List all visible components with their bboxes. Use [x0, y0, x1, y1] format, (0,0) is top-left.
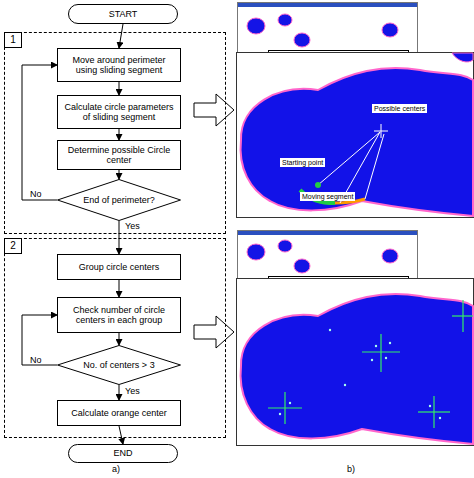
- process-box: Check number of circle centers in each g…: [57, 297, 181, 333]
- node-text: Move around perimeter using sliding segm…: [62, 55, 176, 76]
- node-text: No. of centers > 3: [83, 360, 154, 370]
- blob: [278, 240, 292, 252]
- node-text: End of perimeter?: [83, 195, 155, 205]
- decision-diamond: End of perimeter?: [57, 179, 181, 221]
- process-box: Group circle centers: [57, 254, 181, 280]
- flow-arrow: [119, 333, 120, 345]
- center-dot: [389, 342, 391, 344]
- node-text: Calculate circle parameters of sliding s…: [62, 102, 176, 123]
- zoom-panel: [237, 279, 474, 446]
- center-dots: [279, 329, 441, 419]
- node-text: Determine possible Circle center: [62, 145, 176, 166]
- center-cross: [433, 396, 434, 428]
- step-group: 2Group circle centersCheck number of cir…: [4, 238, 226, 438]
- process-box: Calculate circle parameters of sliding s…: [57, 95, 181, 129]
- center-cross: [380, 334, 381, 372]
- blob: [247, 244, 265, 260]
- center-dot: [375, 345, 377, 347]
- center-dot: [289, 402, 291, 404]
- flow-arrow: [119, 280, 120, 297]
- process-box: Determine possible Circle center: [57, 140, 181, 170]
- hollow-arrow: [194, 316, 234, 348]
- edge-label: No: [30, 356, 42, 366]
- flow-arrow: [119, 24, 123, 48]
- flow-arrow: [119, 129, 120, 140]
- center-cross: [462, 300, 463, 332]
- flow-arrow: [22, 65, 57, 200]
- radius-line: [365, 134, 384, 199]
- blob: [247, 18, 265, 34]
- hollow-arrow: [194, 94, 234, 126]
- flow-arrow: [119, 82, 120, 95]
- group-number: 2: [4, 238, 22, 254]
- blob: [382, 249, 398, 263]
- diamond-shape: [58, 346, 181, 385]
- panel-label: a): [112, 465, 120, 475]
- flow-arrow: [119, 170, 120, 179]
- blob: [382, 23, 398, 37]
- node-text: Calculate orange center: [71, 408, 167, 418]
- center-dot: [429, 405, 431, 407]
- diamond-shape: [58, 180, 181, 221]
- center-dot: [279, 413, 281, 415]
- blob: [241, 294, 473, 444]
- center-dot: [344, 384, 346, 386]
- annotation-label: Starting point: [280, 158, 325, 167]
- window-titlebar: [238, 231, 417, 235]
- decision-diamond: No. of centers > 3: [57, 345, 181, 385]
- radius-line: [318, 132, 380, 185]
- flow-arrow: [119, 426, 123, 444]
- center-cross: [284, 392, 285, 424]
- center-dot: [439, 417, 441, 419]
- panel-label: b): [347, 465, 355, 475]
- node-text: START: [109, 9, 138, 19]
- edge-label: No: [30, 190, 42, 200]
- zoom-panel: [237, 53, 474, 218]
- flow-arrow: [22, 315, 57, 365]
- node-text: END: [113, 448, 132, 458]
- terminal: START: [68, 4, 178, 24]
- terminal: END: [68, 444, 178, 463]
- center-cross-group: [268, 300, 473, 428]
- blob: [294, 259, 310, 273]
- process-box: Calculate orange center: [57, 400, 181, 426]
- blob: [294, 33, 310, 47]
- process-box: Move around perimeter using sliding segm…: [57, 48, 181, 82]
- center-dot: [371, 359, 373, 361]
- center-dot: [329, 329, 331, 331]
- center-dot: [385, 357, 387, 359]
- annotation-label: Possible centers: [372, 104, 427, 113]
- step-group: 1Move around perimeter using sliding seg…: [4, 32, 226, 234]
- blob: [278, 14, 292, 26]
- blob: [452, 53, 473, 62]
- center-cross: [381, 124, 382, 138]
- node-text: Check number of circle centers in each g…: [62, 305, 176, 326]
- node-text: Group circle centers: [79, 262, 160, 272]
- annotation-label: Moving segment: [300, 192, 355, 201]
- start-point: [315, 182, 321, 188]
- edge-label: Yes: [125, 387, 140, 397]
- blob: [241, 68, 473, 216]
- edge-label: Yes: [125, 222, 140, 232]
- group-number: 1: [4, 32, 22, 48]
- window-titlebar: [238, 3, 417, 7]
- flow-arrow: [119, 385, 120, 400]
